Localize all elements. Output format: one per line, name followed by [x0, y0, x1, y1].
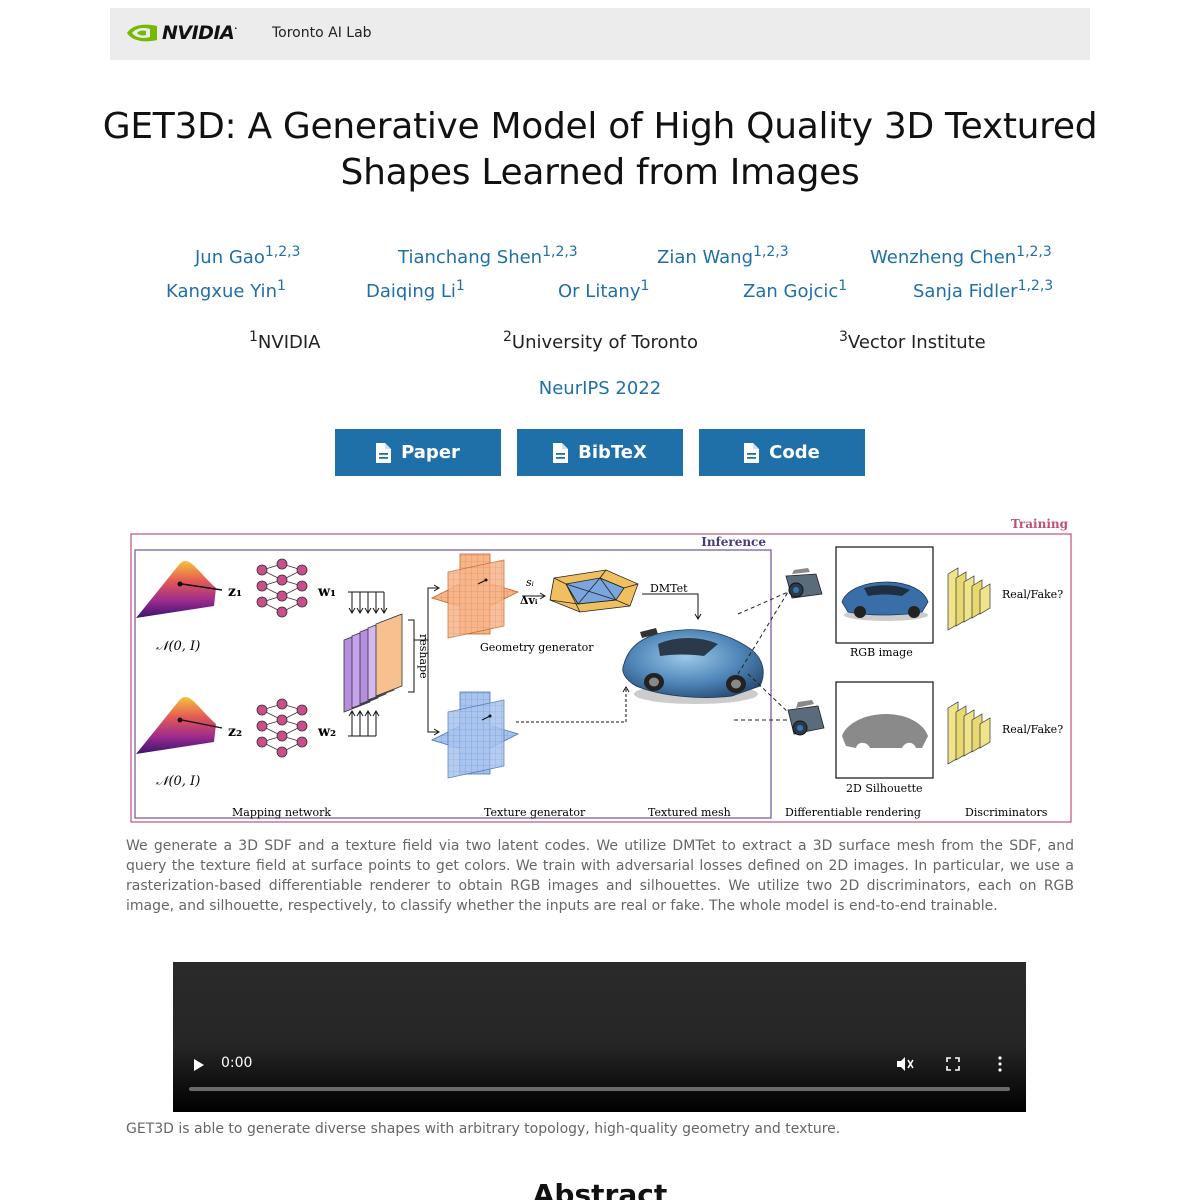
file-icon [376, 442, 392, 463]
toronto-ai-lab-link[interactable]: Toronto AI Lab [272, 25, 372, 41]
more-options-icon[interactable] [997, 1056, 1003, 1072]
author-jun-gao[interactable]: Jun Gao1,2,3 [195, 244, 301, 268]
rgb-car [841, 581, 929, 621]
silhouette-label: 2D Silhouette [846, 782, 923, 795]
author-daiqing-li[interactable]: Daiqing Li1 [366, 278, 465, 302]
camera-bottom-icon [787, 700, 825, 736]
affiliation-university-of-toronto: 2University of Toronto [503, 329, 698, 353]
author-tianchang-shen[interactable]: Tianchang Shen1,2,3 [398, 244, 578, 268]
dvi-label: Δvᵢ [520, 594, 538, 607]
code-button[interactable]: Code [699, 429, 865, 476]
file-icon [744, 442, 760, 463]
file-icon [553, 442, 569, 463]
triplane-geometry [430, 553, 520, 639]
triplane-texture [430, 691, 520, 779]
author-zan-gojcic[interactable]: Zan Gojcic1 [743, 278, 848, 302]
textured-mesh-car [622, 628, 764, 704]
discriminators-label: Discriminators [965, 806, 1048, 819]
dmtet-label: DMTet [650, 582, 688, 595]
mute-icon[interactable] [896, 1056, 914, 1072]
video-player[interactable]: 0:00 [173, 962, 1026, 1112]
w1-label: w₁ [317, 584, 336, 600]
figure-caption: We generate a 3D SDF and a texture field… [126, 838, 1074, 914]
video-time: 0:00 [221, 1055, 253, 1071]
navbar: NVIDIA. Toronto AI Lab [110, 8, 1090, 60]
author-zian-wang[interactable]: Zian Wang1,2,3 [657, 244, 789, 268]
camera-top-icon [785, 568, 823, 599]
training-frame [130, 533, 1072, 823]
pipeline-figure: Training Inference 𝒩(0, I) 𝒩(0, I) z₁ z₂… [130, 517, 1072, 823]
real-fake-top-label: Real/Fake? [1002, 588, 1063, 601]
nvidia-logo[interactable]: NVIDIA. [126, 22, 237, 44]
mlp-bottom [256, 698, 308, 758]
play-icon[interactable] [193, 1058, 205, 1072]
geometry-generator-label: Geometry generator [480, 641, 594, 654]
dist-label-bottom: 𝒩(0, I) [156, 774, 200, 789]
z1-label: z₁ [228, 584, 242, 600]
silhouette-car [842, 714, 928, 748]
gaussian-bottom [136, 697, 216, 754]
video-progress-bar[interactable] [189, 1087, 1010, 1091]
abstract-heading: Abstract [532, 1178, 668, 1200]
discriminator-top [947, 567, 991, 631]
bibtex-button[interactable]: BibTeX [517, 429, 683, 476]
gaussian-top [136, 561, 216, 618]
inference-frame [134, 549, 772, 819]
author-or-litany[interactable]: Or Litany1 [558, 278, 650, 302]
style-arrows-top [348, 591, 388, 614]
style-arrows-bottom [348, 710, 380, 737]
z2-label: z₂ [228, 724, 242, 740]
paper-button[interactable]: Paper [335, 429, 501, 476]
affiliation-nvidia: 1NVIDIA [249, 329, 321, 353]
page-title: GET3D: A Generative Model of High Qualit… [100, 104, 1100, 196]
w2-label: w₂ [317, 724, 336, 740]
nvidia-eye-icon [127, 24, 157, 42]
affiliation-vector-institute: 3Vector Institute [839, 329, 986, 353]
author-sanja-fidler[interactable]: Sanja Fidler1,2,3 [913, 278, 1054, 302]
mlp-top [256, 558, 308, 618]
video-caption: GET3D is able to generate diverse shapes… [126, 1121, 841, 1137]
inference-label: Inference [701, 535, 766, 549]
reshape-label: reshape [417, 634, 430, 679]
mapping-network-label: Mapping network [232, 806, 331, 819]
nvidia-wordmark: NVIDIA. [162, 22, 237, 44]
author-kangxue-yin[interactable]: Kangxue Yin1 [166, 278, 286, 302]
training-label: Training [1011, 517, 1069, 531]
tet-mesh [549, 569, 639, 613]
differentiable-rendering-label: Differentiable rendering [785, 806, 921, 819]
real-fake-bottom-label: Real/Fake? [1002, 723, 1063, 736]
author-wenzheng-chen[interactable]: Wenzheng Chen1,2,3 [870, 244, 1052, 268]
discriminator-bottom [947, 701, 991, 765]
fullscreen-icon[interactable] [946, 1057, 960, 1071]
textured-mesh-label: Textured mesh [648, 806, 731, 819]
projection-lines [734, 591, 791, 721]
dist-label-top: 𝒩(0, I) [156, 639, 200, 654]
venue: NeurIPS 2022 [538, 378, 662, 399]
rgb-image-label: RGB image [850, 646, 913, 659]
feature-planes [343, 613, 403, 713]
title-line-1: GET3D: A Generative Model of High Qualit… [102, 106, 1098, 147]
texture-generator-label: Texture generator [484, 806, 586, 819]
si-label: sᵢ [526, 576, 534, 589]
title-line-2: Shapes Learned from Images [340, 152, 860, 193]
